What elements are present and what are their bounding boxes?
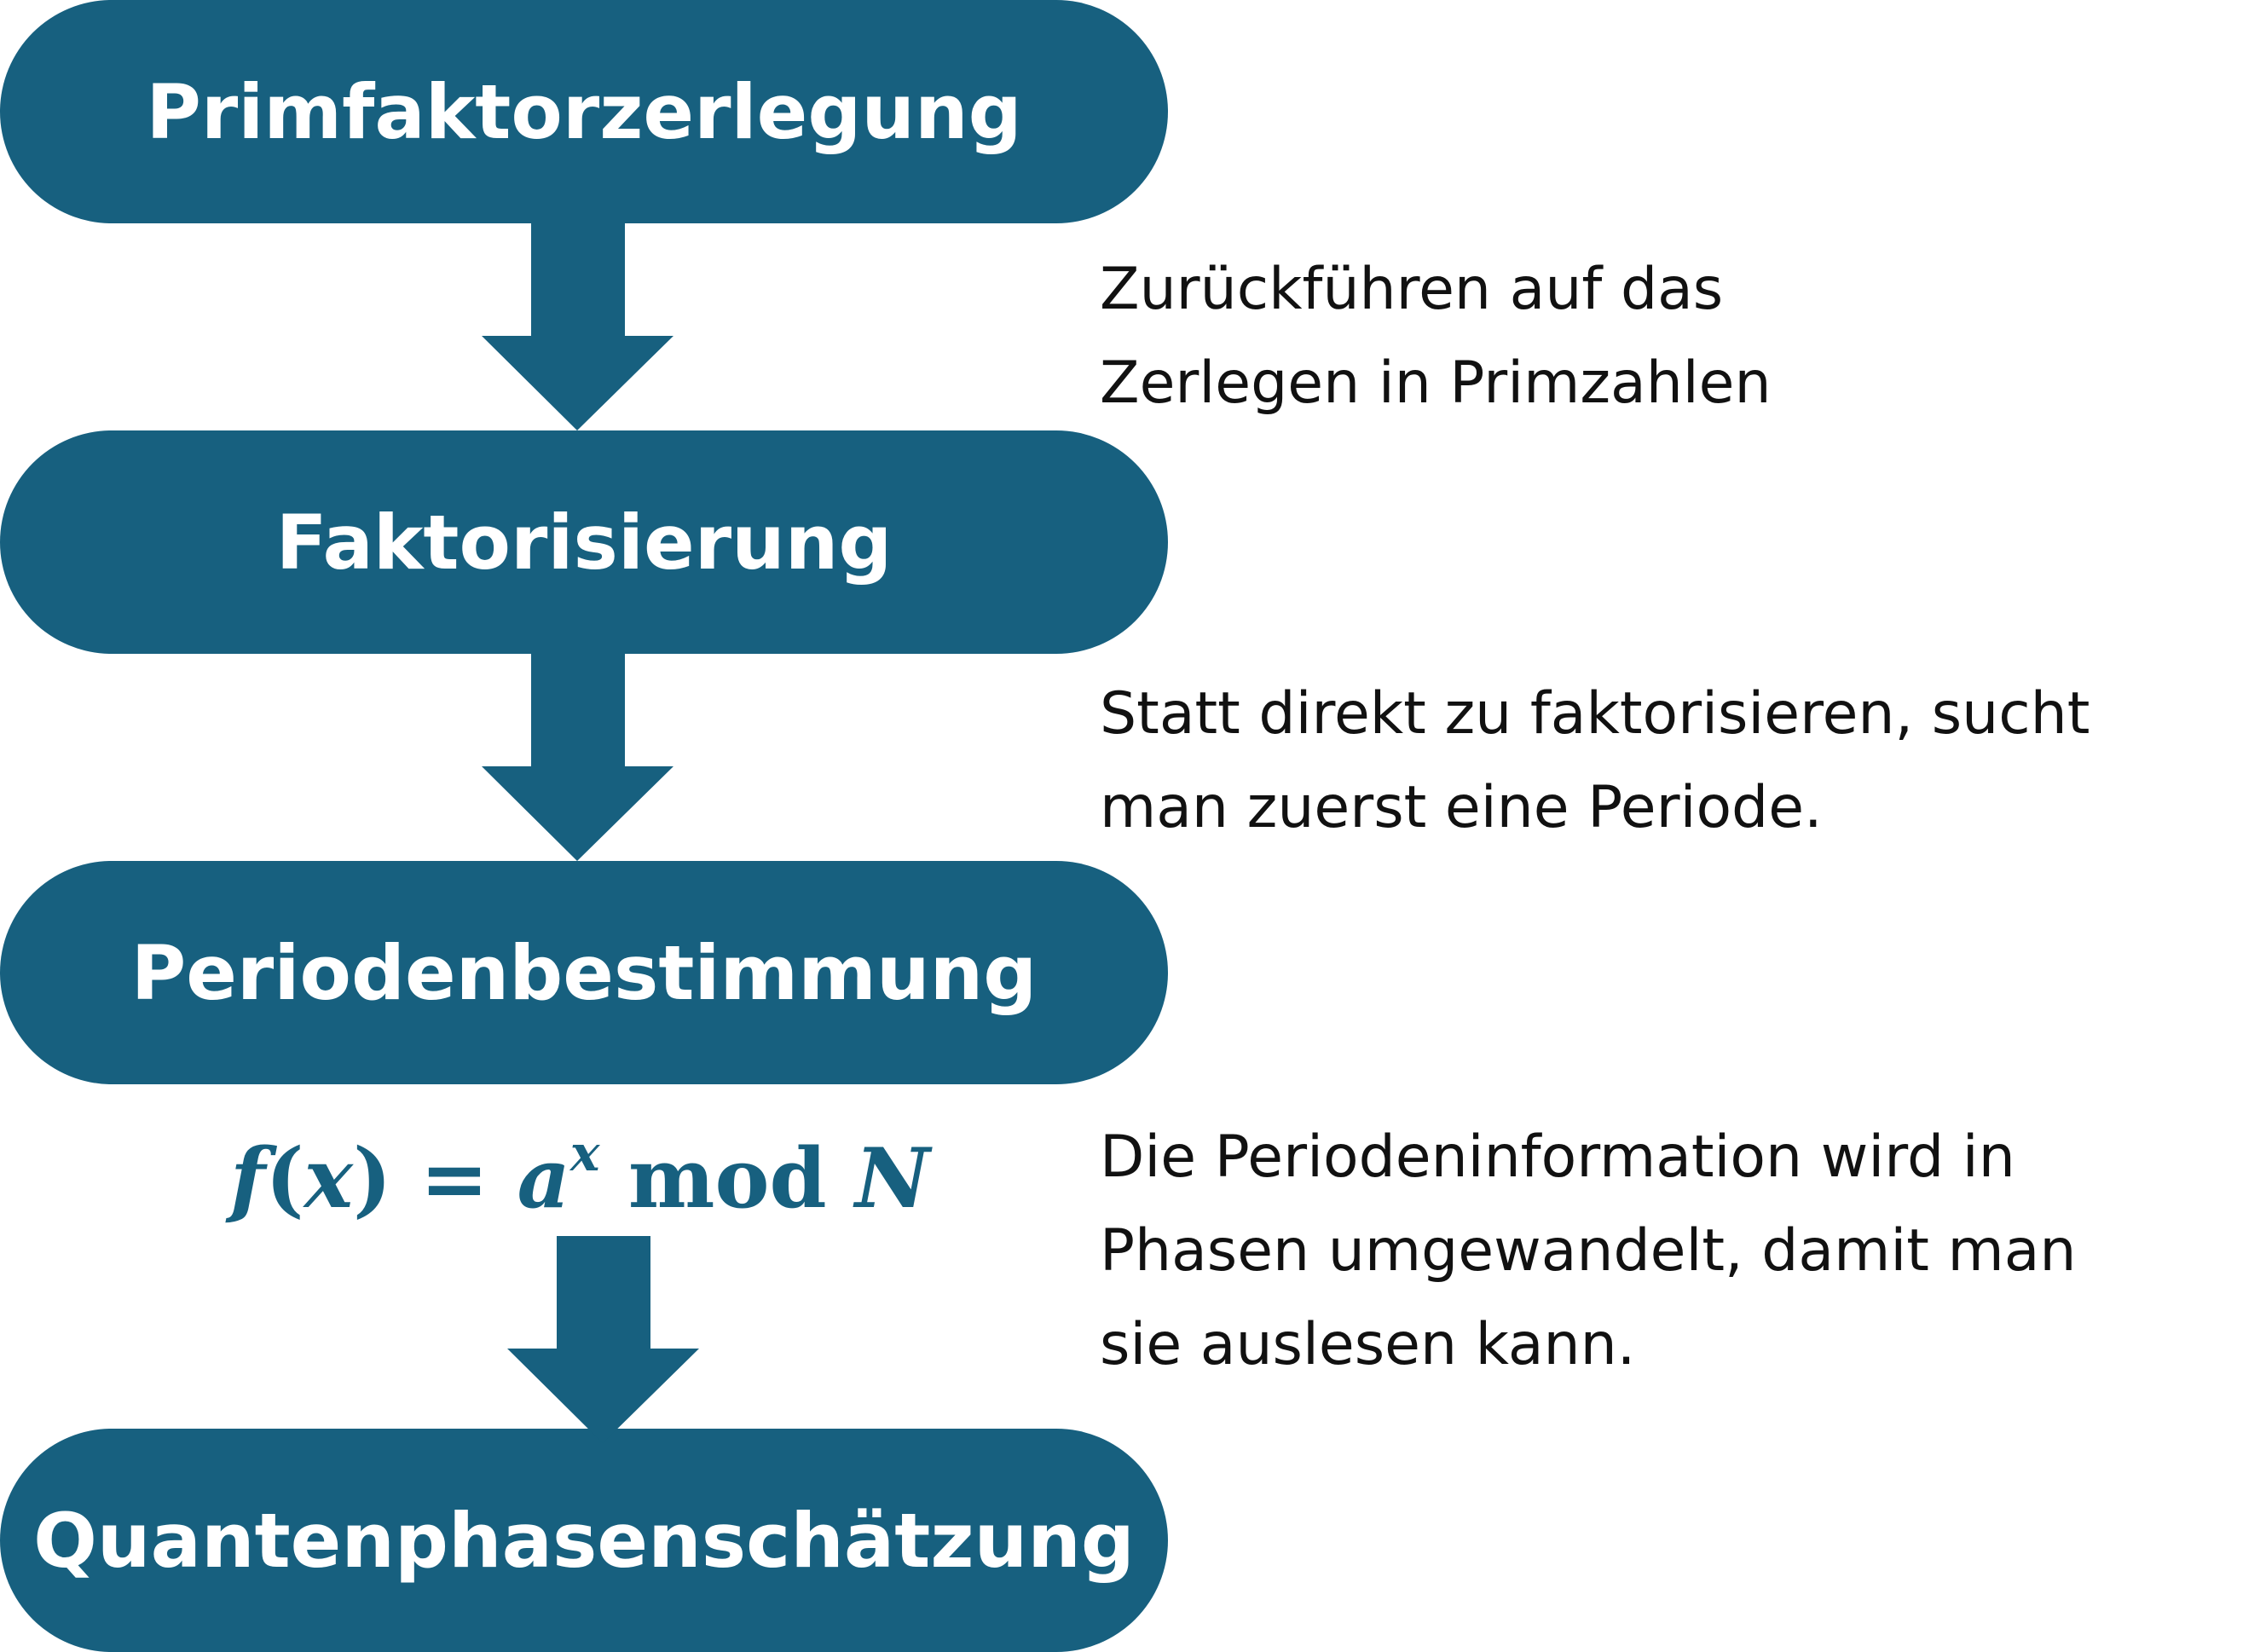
note-line: Phasen umgewandelt, damit man bbox=[1100, 1217, 2077, 1285]
note-line: Die Periodeninformation wird in bbox=[1100, 1123, 2015, 1191]
formula-close-paren: ) bbox=[352, 1130, 392, 1227]
formula-func: f bbox=[230, 1130, 266, 1227]
step-label: Faktorisierung bbox=[275, 498, 893, 586]
step-periodenbestimmung: Periodenbestimmung bbox=[0, 861, 1168, 1084]
down-arrow-icon bbox=[482, 654, 673, 861]
formula-equals: = bbox=[391, 1130, 517, 1227]
formula-var: x bbox=[303, 1130, 353, 1227]
down-arrow-icon bbox=[507, 1236, 699, 1443]
note-line: man zuerst eine Periode. bbox=[1100, 774, 1823, 841]
formula: f(x) = ax mod N bbox=[230, 1098, 930, 1227]
formula-exponent: x bbox=[569, 1124, 600, 1182]
step-primfaktorzerlegung: Primfaktorzerlegung bbox=[0, 0, 1168, 223]
note-reduction: Zurückführen auf das Zerlegen in Primzah… bbox=[1100, 243, 2242, 430]
note-line: Zerlegen in Primzahlen bbox=[1100, 349, 1772, 417]
formula-mod: mod bbox=[599, 1130, 856, 1227]
down-arrow-icon bbox=[482, 223, 673, 430]
note-line: Zurückführen auf das bbox=[1100, 256, 1724, 323]
step-label: Quantenphasenschätzung bbox=[33, 1496, 1135, 1585]
note-phase: Die Periodeninformation wird in Phasen u… bbox=[1100, 1111, 2242, 1392]
note-line: Statt direkt zu faktorisieren, sucht bbox=[1100, 680, 2090, 748]
step-label: Primfaktorzerlegung bbox=[146, 67, 1022, 156]
note-period: Statt direkt zu faktorisieren, sucht man… bbox=[1100, 667, 2242, 855]
note-line: sie auslesen kann. bbox=[1100, 1311, 1636, 1378]
step-label: Periodenbestimmung bbox=[130, 928, 1038, 1017]
step-faktorisierung: Faktorisierung bbox=[0, 430, 1168, 654]
formula-base: a bbox=[517, 1130, 570, 1227]
formula-modulus: N bbox=[855, 1130, 930, 1227]
formula-open-paren: ( bbox=[265, 1130, 304, 1227]
step-quantenphasenschaetzung: Quantenphasenschätzung bbox=[0, 1429, 1168, 1652]
